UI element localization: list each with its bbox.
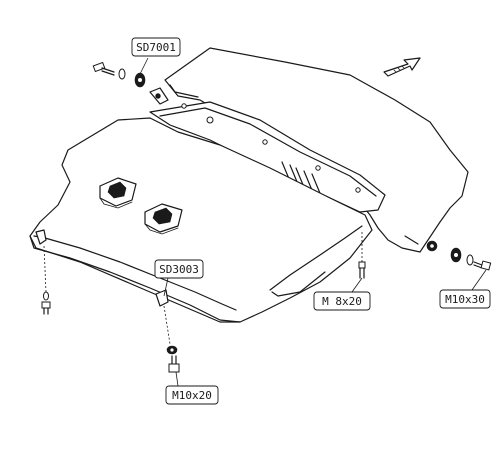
label-m10x20: M10x20 bbox=[165, 385, 219, 405]
svg-text:SD3003: SD3003 bbox=[159, 263, 199, 276]
svg-text:M 8x20: M 8x20 bbox=[322, 295, 362, 308]
svg-text:SD7001: SD7001 bbox=[136, 41, 176, 54]
label-sd3003: SD3003 bbox=[154, 259, 204, 279]
svg-text:M10x30: M10x30 bbox=[445, 293, 485, 306]
main-plate bbox=[29, 117, 373, 323]
bolt-group-m10x20 bbox=[163, 277, 180, 387]
recess-pad-upper bbox=[99, 177, 137, 209]
bolt-group-sd7001 bbox=[92, 57, 169, 105]
recess-pad-lower bbox=[144, 203, 183, 235]
label-sd7001: SD7001 bbox=[131, 37, 181, 57]
middle-bracket bbox=[149, 101, 386, 213]
label-m8x20: M 8x20 bbox=[313, 291, 371, 311]
bolt-group-m10x30 bbox=[426, 240, 492, 291]
direction-arrow-icon bbox=[383, 57, 421, 77]
bolt-group-left-front bbox=[41, 245, 51, 315]
label-m10x30: M10x30 bbox=[439, 289, 491, 309]
bolt-group-m8x20 bbox=[351, 232, 366, 293]
svg-text:M10x20: M10x20 bbox=[172, 389, 212, 402]
